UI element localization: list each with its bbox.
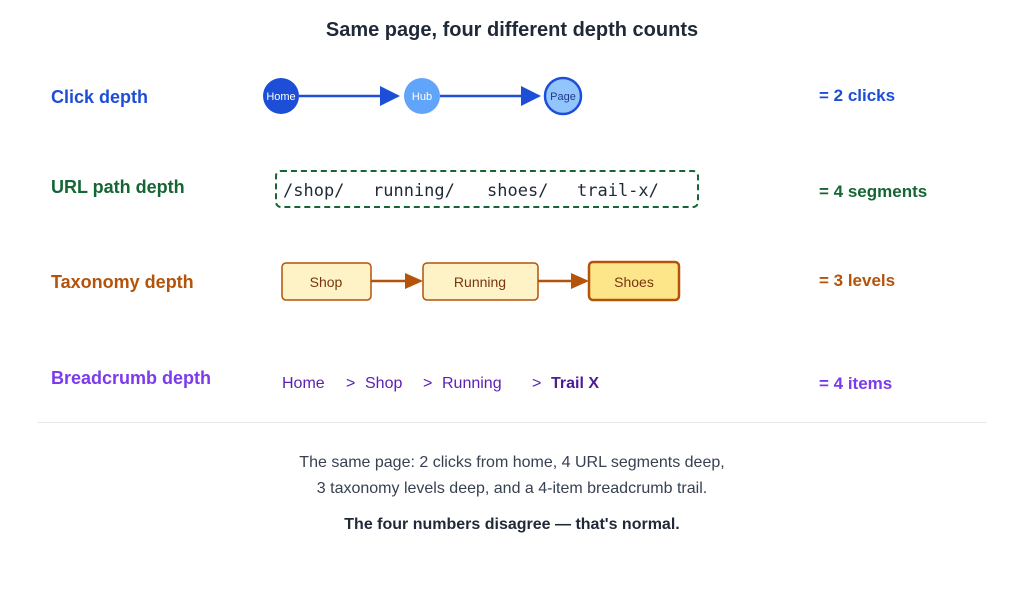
breadcrumb-item-current: Trail X	[551, 375, 600, 392]
breadcrumb-separator: >	[532, 375, 542, 392]
taxonomy-node-shoes-text: Shoes	[614, 274, 654, 290]
breadcrumb-separator: >	[346, 375, 356, 392]
taxonomy-node-running	[422, 262, 539, 301]
click-depth-label: Click depth	[51, 87, 149, 107]
url-depth-result: = 4 segments	[819, 182, 928, 201]
taxonomy-depth-label: Taxonomy depth	[51, 272, 194, 292]
click-arrowhead-1	[380, 86, 400, 106]
click-node-hub	[404, 78, 440, 114]
url-segment-shop: /shop/	[283, 181, 345, 201]
breadcrumb-item-running[interactable]: Running	[442, 375, 502, 392]
breadcrumb-item-home[interactable]: Home	[282, 375, 325, 392]
breadcrumb-depth-result: = 4 items	[819, 374, 893, 393]
click-node-home	[263, 78, 299, 114]
url-segment-running: running/	[373, 181, 455, 201]
click-depth-result: = 2 clicks	[819, 86, 896, 105]
url-path-box	[275, 170, 699, 208]
taxonomy-depth-result: = 3 levels	[819, 271, 896, 290]
caption-line-2: 3 taxonomy levels deep, and a 4-item bre…	[316, 480, 708, 497]
divider	[38, 422, 986, 423]
click-node-page-text: Page	[550, 91, 576, 103]
breadcrumb-separator: >	[423, 375, 433, 392]
click-node-home-text: Home	[266, 91, 295, 103]
taxonomy-node-shoes	[587, 260, 681, 302]
caption-line-1: The same page: 2 clicks from home, 4 URL…	[299, 454, 725, 471]
url-segment-trail-x: trail-x/	[577, 181, 659, 201]
taxonomy-node-shop-text: Shop	[310, 274, 343, 290]
taxonomy-node-running-text: Running	[454, 274, 506, 290]
taxonomy-arrowhead-1	[405, 273, 423, 289]
url-depth-label: URL path depth	[51, 177, 185, 197]
click-node-page	[543, 76, 583, 116]
page-title: Same page, four different depth counts	[325, 19, 699, 41]
url-segment-shoes: shoes/	[487, 181, 549, 201]
breadcrumb-item-shop[interactable]: Shop	[365, 375, 403, 392]
click-node-hub-text: Hub	[412, 91, 432, 103]
taxonomy-arrowhead-2	[571, 273, 589, 289]
click-arrowhead-2	[521, 86, 541, 106]
caption-emphasis: The four numbers disagree — that's norma…	[344, 516, 680, 533]
taxonomy-node-shop	[281, 262, 372, 301]
breadcrumb-depth-label: Breadcrumb depth	[51, 368, 212, 388]
